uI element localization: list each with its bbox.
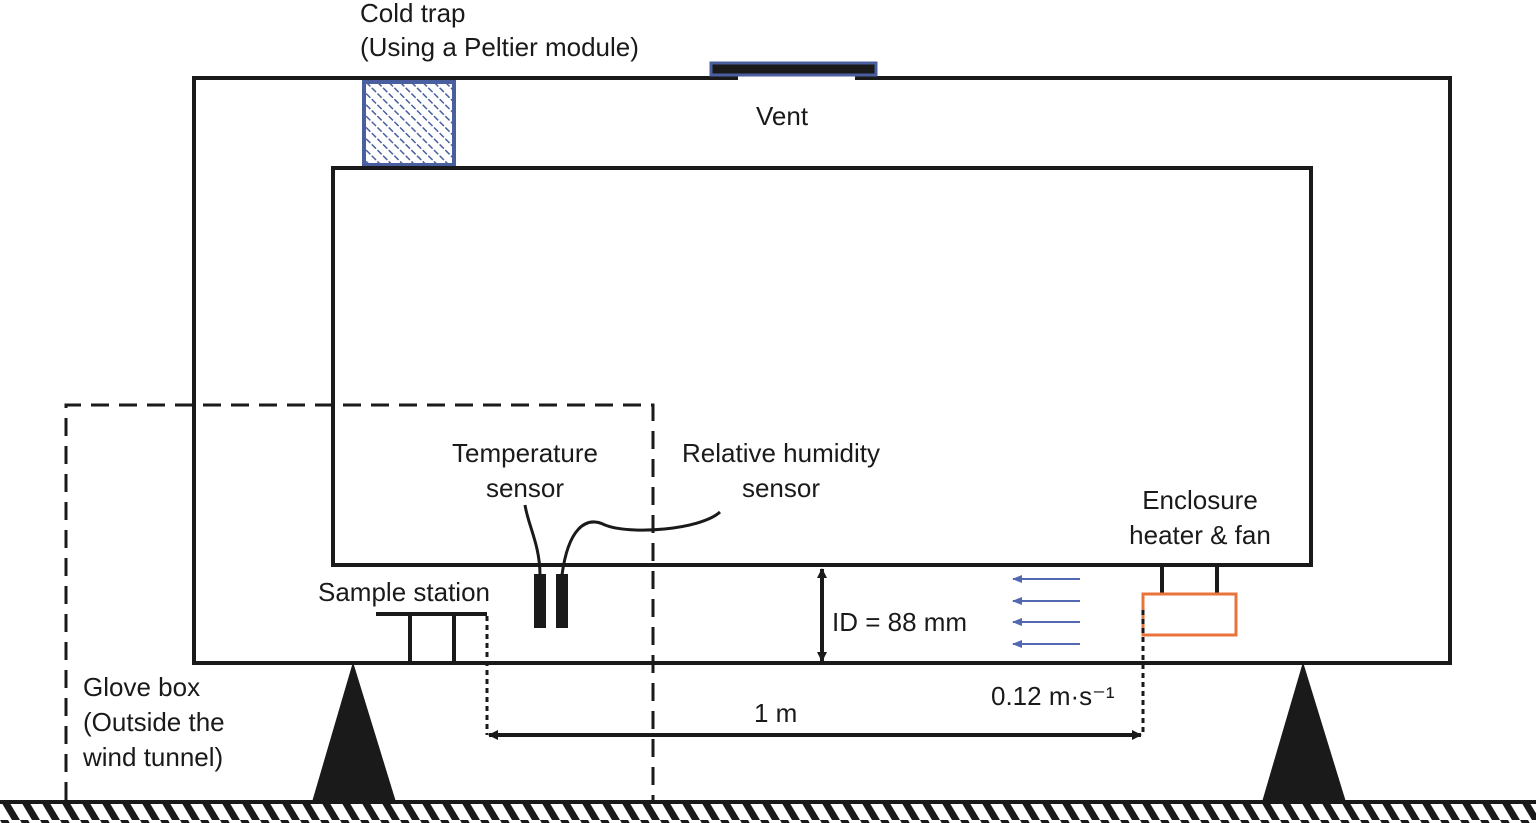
humidity-sensor-label: Relative humidity	[682, 438, 880, 468]
glove-box-label-2: (Outside the	[83, 707, 225, 737]
humidity-sensor-wire	[560, 510, 722, 576]
sample-station-label: Sample station	[318, 577, 490, 607]
outer-tunnel	[192, 76, 1452, 665]
sample-station	[376, 612, 487, 663]
temperature-sensor	[534, 574, 546, 628]
heater-label: Enclosure	[1142, 485, 1258, 515]
distance-label: 1 m	[754, 698, 797, 728]
enclosure-heater-fan	[1141, 592, 1238, 637]
glove-box-outline	[64, 403, 655, 800]
inner-tunnel	[331, 166, 1313, 567]
humidity-sensor	[556, 574, 568, 628]
temperature-sensor-label: Temperature	[452, 438, 598, 468]
temperature-sensor-wire	[523, 504, 542, 576]
left-support	[312, 662, 396, 802]
temperature-sensor-label-2: sensor	[486, 473, 564, 503]
right-support	[1262, 662, 1346, 802]
airflow-arrows	[1012, 575, 1080, 648]
heater-label-2: heater & fan	[1129, 520, 1271, 550]
glove-box-label-3: wind tunnel)	[82, 742, 223, 772]
inner-diameter-label: ID = 88 mm	[832, 607, 967, 637]
glove-box-label: Glove box	[83, 672, 200, 702]
cold-trap-label: Cold trap	[360, 0, 466, 28]
vent-label: Vent	[756, 101, 809, 131]
air-speed-label: 0.12 m·s⁻¹	[991, 681, 1115, 711]
ground-hatching	[0, 803, 1536, 823]
cold-trap	[362, 80, 456, 167]
cold-trap-sublabel: (Using a Peltier module)	[360, 32, 639, 62]
humidity-sensor-label-2: sensor	[742, 473, 820, 503]
vent-cover	[709, 61, 878, 77]
heater-legs	[1160, 565, 1219, 595]
